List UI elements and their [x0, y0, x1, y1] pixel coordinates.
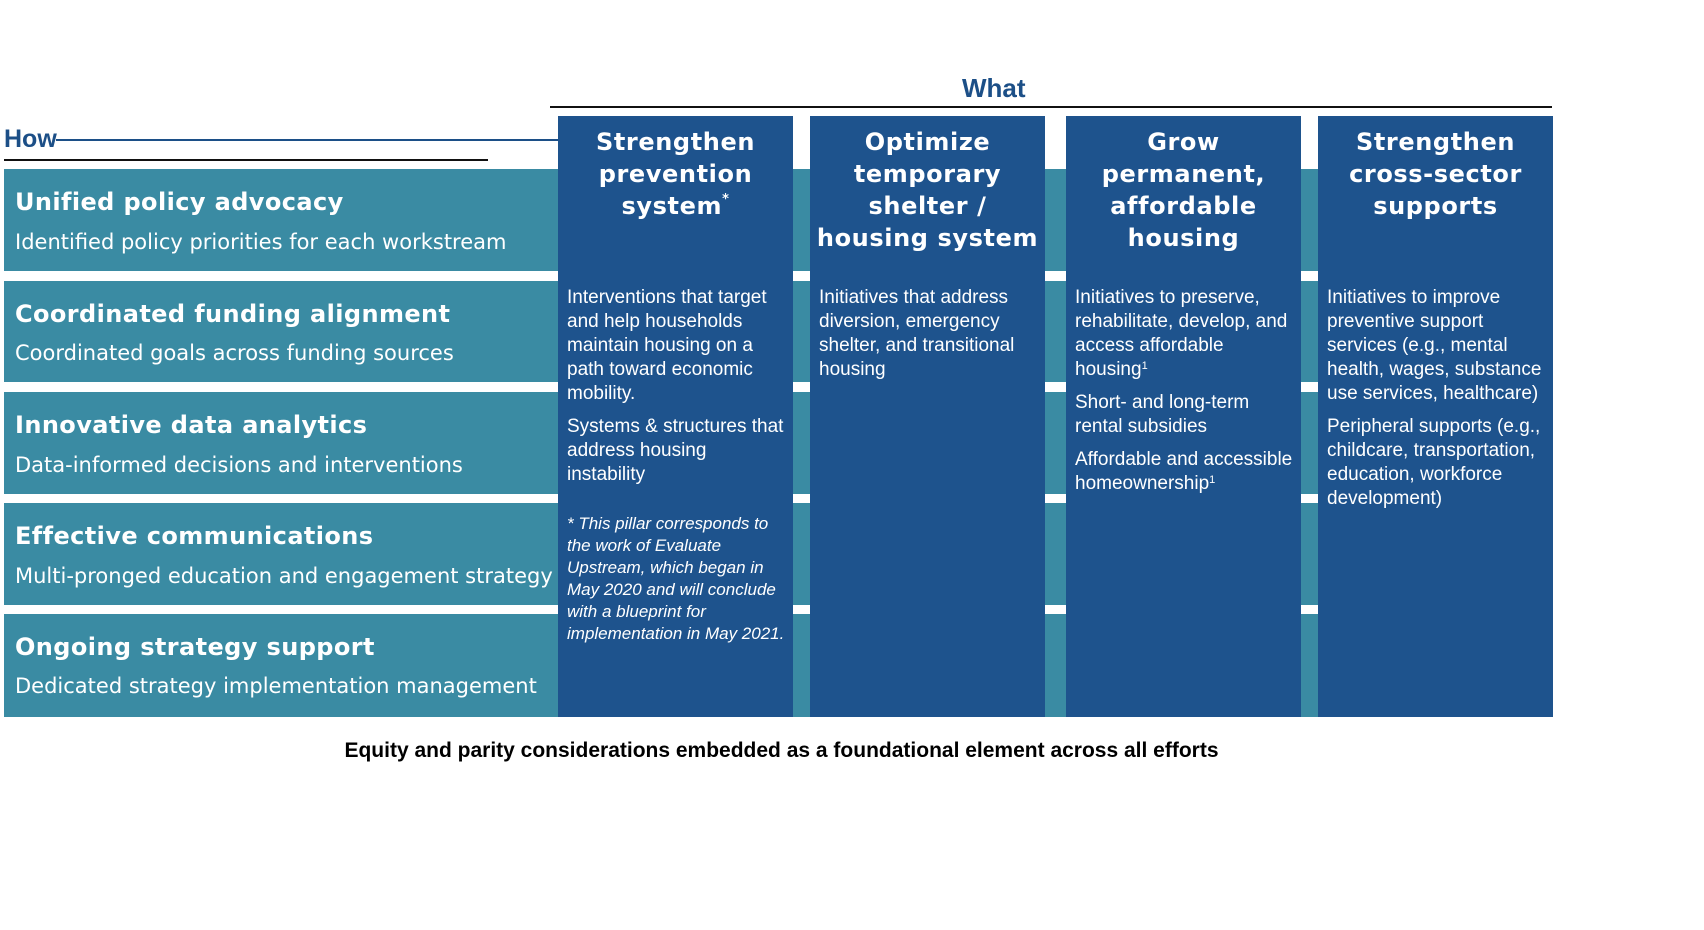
row-title: Innovative data analytics: [15, 411, 368, 439]
heading-line: housing system: [816, 224, 1039, 252]
paragraph-text: Affordable and accessible homeownership: [1075, 449, 1293, 494]
footer-statement: Equity and parity considerations embedde…: [344, 739, 1219, 762]
pillar-affordable-housing: Grow permanent, affordable housing Initi…: [1066, 116, 1301, 717]
row-subtitle: Coordinated goals across funding sources: [15, 341, 454, 365]
footnote-mark: 1: [1141, 360, 1148, 372]
pillar-prevention: Strengthen prevention system* Interventi…: [558, 116, 793, 717]
pillar-heading: Strengthen cross-sector supports: [1318, 126, 1553, 222]
what-header: What: [962, 73, 1026, 103]
pillar-heading: Optimize temporary shelter / housing sys…: [810, 126, 1045, 254]
paragraph-text: Initiatives to preserve, rehabilitate, d…: [1075, 287, 1288, 380]
pillar-paragraph: Initiatives to preserve, rehabilitate, d…: [1075, 286, 1297, 382]
pillar-body: Interventions that target and help house…: [567, 286, 789, 654]
pillar-paragraph: Initiatives that address diversion, emer…: [819, 287, 1015, 380]
heading-line: prevention: [598, 160, 753, 188]
heading-line-text: system: [621, 192, 723, 220]
pillar-paragraph: Initiatives to improve preventive suppor…: [1327, 287, 1542, 404]
footnote-mark: *: [722, 192, 730, 207]
row-subtitle: Identified policy priorities for each wo…: [15, 230, 507, 254]
pillar-paragraph: Short- and long-term rental subsidies: [1075, 392, 1250, 437]
row-title: Coordinated funding alignment: [15, 300, 451, 328]
footnote-mark: 1: [1209, 474, 1216, 486]
row-subtitle: Dedicated strategy implementation manage…: [15, 674, 537, 698]
heading-line: affordable: [1110, 192, 1257, 220]
row-title: Effective communications: [15, 522, 374, 550]
row-title: Ongoing strategy support: [15, 633, 375, 661]
pillar-temporary-shelter: Optimize temporary shelter / housing sys…: [810, 116, 1045, 717]
pillar-body: Initiatives that address diversion, emer…: [819, 286, 1041, 391]
row-title: Unified policy advocacy: [15, 188, 344, 216]
how-header: How: [4, 125, 57, 153]
pillar-body: Initiatives to improve preventive suppor…: [1327, 286, 1549, 520]
row-subtitle: Data-informed decisions and intervention…: [15, 453, 463, 477]
heading-line: Strengthen: [595, 128, 756, 156]
heading-line: system*: [558, 190, 793, 222]
pillar-paragraph: Systems & structures that address housin…: [567, 416, 784, 485]
how-divider-blue: [56, 139, 558, 141]
heading-line: shelter /: [868, 192, 987, 220]
pillar-body: Initiatives to preserve, rehabilitate, d…: [1075, 286, 1297, 505]
pillar-paragraph: Interventions that target and help house…: [567, 287, 767, 404]
pillar-heading: Grow permanent, affordable housing: [1066, 126, 1301, 254]
how-divider: [4, 159, 488, 161]
what-divider: [550, 106, 1552, 108]
heading-line: Strengthen: [1355, 128, 1516, 156]
heading-line: cross-sector: [1349, 160, 1522, 188]
heading-line: supports: [1373, 192, 1498, 220]
heading-line: housing: [1127, 224, 1240, 252]
heading-line: Optimize: [864, 128, 991, 156]
pillar-paragraph: Peripheral supports (e.g., childcare, tr…: [1327, 416, 1541, 509]
heading-line: temporary: [853, 160, 1002, 188]
pillar-cross-sector: Strengthen cross-sector supports Initiat…: [1318, 116, 1553, 717]
heading-line: permanent,: [1101, 160, 1266, 188]
pillar-heading: Strengthen prevention system*: [558, 126, 793, 222]
pillar-paragraph: Affordable and accessible homeownership1: [1075, 448, 1297, 496]
row-subtitle: Multi-pronged education and engagement s…: [15, 564, 553, 588]
pillar-footnote: * This pillar corresponds to the work of…: [567, 514, 785, 643]
heading-line: Grow: [1147, 128, 1220, 156]
